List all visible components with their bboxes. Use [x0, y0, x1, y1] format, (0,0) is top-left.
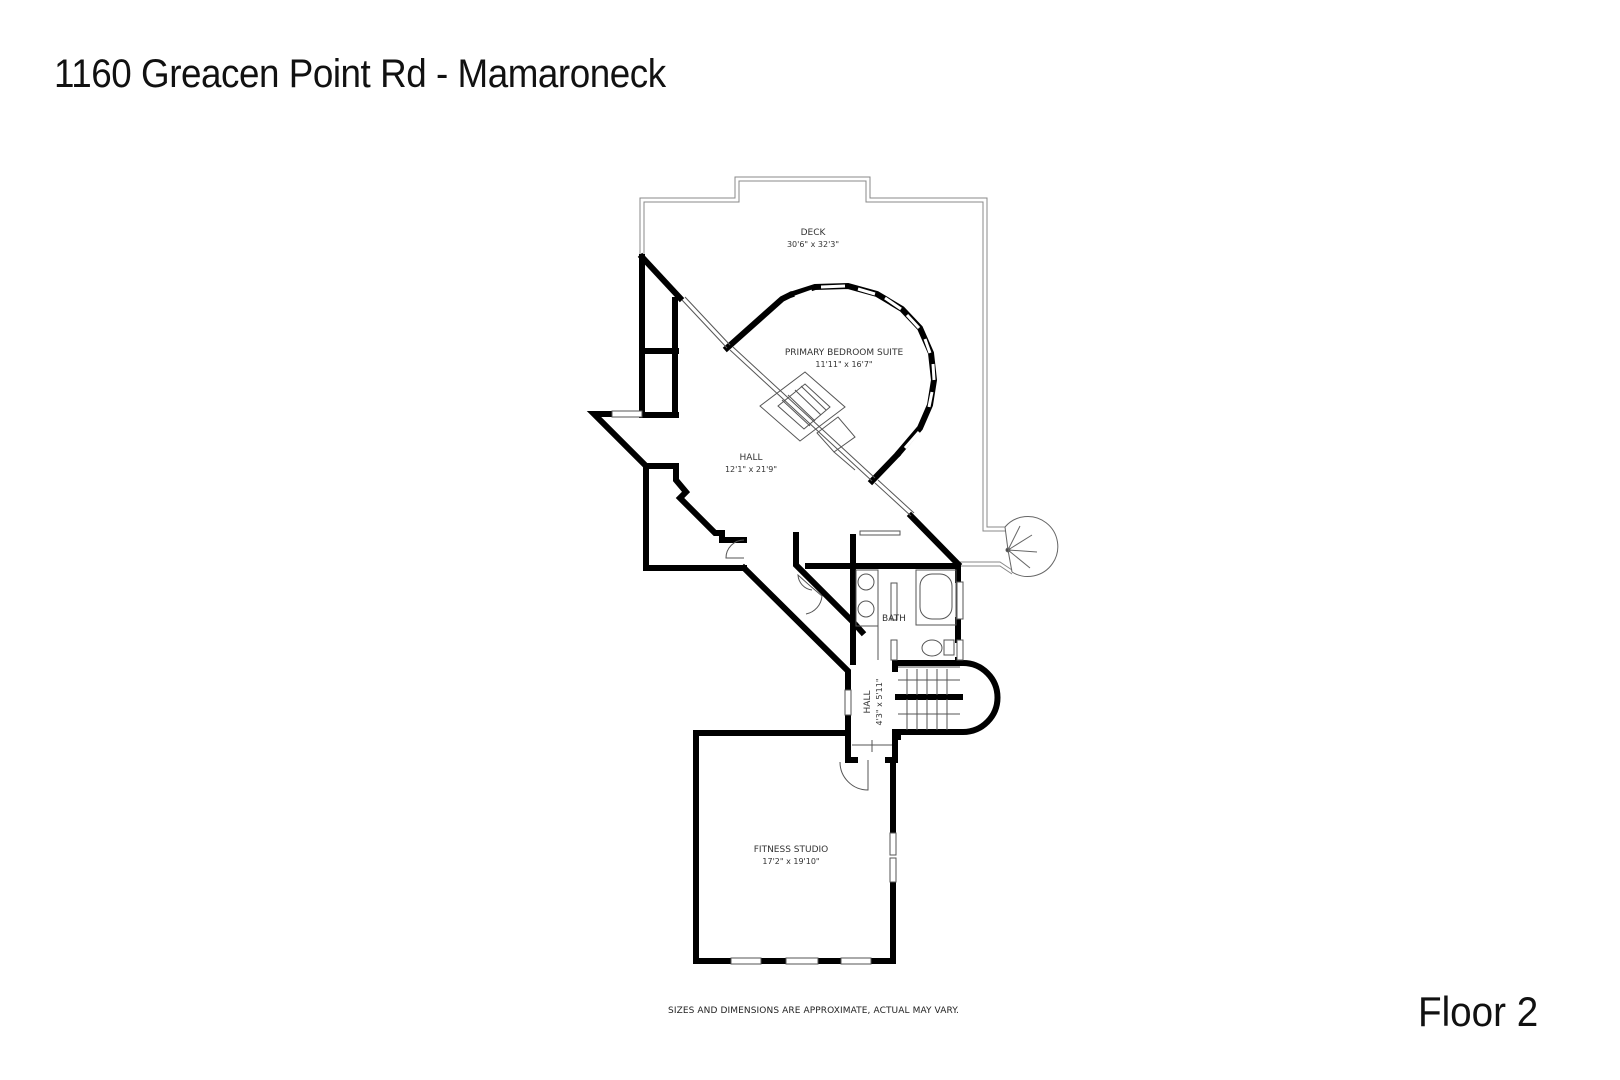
room-label-fitness-studio: FITNESS STUDIO 17'2" x 19'10"	[754, 845, 829, 867]
disclaimer-text: SIZES AND DIMENSIONS ARE APPROXIMATE, AC…	[668, 1006, 960, 1016]
room-dimensions: 30'6" x 32'3"	[786, 240, 840, 249]
room-label-deck: DECK 30'6" x 32'3"	[787, 228, 839, 250]
floor-label: Floor 2	[1418, 988, 1539, 1035]
sliding-glass-walls	[681, 296, 915, 517]
deck-outline	[639, 176, 1013, 575]
room-name: PRIMARY BEDROOM SUITE	[784, 348, 904, 358]
room-name: HALL	[863, 690, 873, 714]
fireplace	[759, 371, 856, 471]
spiral-stair	[1004, 516, 1059, 577]
bedroom-bay-window	[789, 282, 938, 457]
room-dimensions: 11'11" x 16'7"	[815, 360, 873, 369]
room-label-small-hall: HALL 4'3" x 5'11"	[863, 678, 885, 725]
door-swings	[725, 539, 869, 791]
room-dimensions: 12'1" x 21'9"	[724, 465, 778, 474]
bath-fixtures	[855, 569, 957, 660]
stairs	[852, 666, 960, 752]
room-label-primary-bedroom-suite: PRIMARY BEDROOM SUITE 11'11" x 16'7"	[785, 348, 903, 370]
property-address-title: 1160 Greacen Point Rd - Mamaroneck	[54, 52, 666, 96]
room-name: FITNESS STUDIO	[753, 845, 829, 855]
room-dimensions: 4'3" x 5'11"	[875, 678, 884, 726]
room-label-hall: HALL 12'1" x 21'9"	[725, 453, 777, 475]
room-dimensions: 17'2" x 19'10"	[762, 857, 820, 866]
room-name: HALL	[739, 453, 763, 463]
windows	[611, 410, 964, 965]
room-name: DECK	[800, 228, 826, 238]
room-label-bath: BATH	[882, 614, 906, 625]
room-name: BATH	[882, 614, 906, 624]
